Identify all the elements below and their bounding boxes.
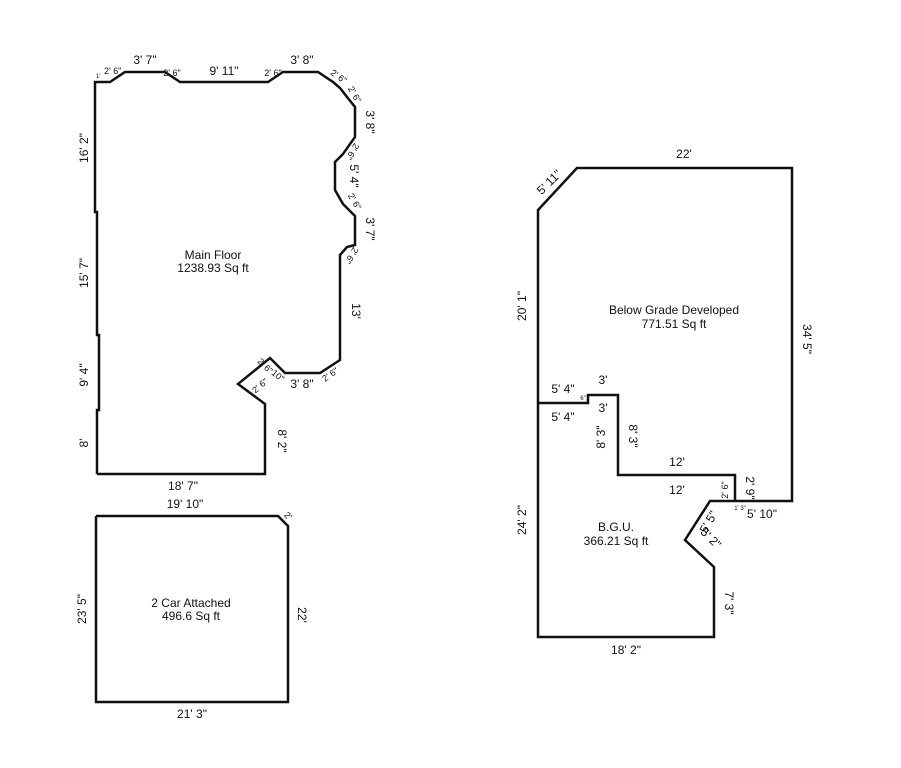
below-grade-area: 771.51 Sq ft	[642, 317, 707, 331]
mf-dim-notch-1: 2' 6"	[320, 365, 340, 383]
main-floor-name: Main Floor	[185, 248, 242, 262]
bgu-name: B.G.U.	[598, 520, 634, 534]
mf-dim-right-8: 13'	[349, 303, 363, 319]
mf-dim-right-2: 3' 8"	[363, 110, 377, 133]
mf-dim-bottom: 18' 7"	[168, 479, 198, 493]
mf-dim-top-3: 3' 7"	[133, 53, 156, 67]
bgu-dim-bottom: 18' 2"	[611, 643, 641, 657]
mf-dim-left-2: 15' 7"	[77, 258, 91, 288]
bg-dim-left: 20' 1"	[515, 291, 529, 321]
mf-dim-top-7: 3' 8"	[290, 53, 313, 67]
bg-dim-diag: 5' 11"	[534, 167, 564, 197]
bg-dim-int-2: 3'	[599, 373, 608, 387]
below-grade-name: Below Grade Developed	[609, 303, 739, 317]
g-dim-right: 22'	[295, 607, 309, 623]
bg-dim-int-8: 12'	[669, 455, 685, 469]
mf-dim-left-4: 8'	[77, 439, 91, 448]
bg-dim-int-7: 8' 3"	[626, 424, 640, 447]
mf-dim-left-3: 9' 4"	[77, 363, 91, 386]
mf-dim-notch-5: 2' 6"	[250, 376, 270, 395]
g-dim-top: 19' 10"	[167, 497, 204, 511]
g-dim-left: 23' 5"	[75, 594, 89, 624]
bgu-area: 366.21 Sq ft	[584, 534, 649, 548]
bg-dim-int-4: 5' 4"	[551, 410, 574, 424]
garage-name: 2 Car Attached	[151, 596, 230, 610]
bg-dim-int-1: 5' 4"	[551, 382, 574, 396]
mf-dim-right-3: 2' 6"	[344, 141, 361, 161]
mf-dim-top-8: 2' 6"	[329, 67, 349, 85]
bg-dim-int-3: 6"	[580, 396, 585, 402]
mf-dim-notch-2: 3' 8"	[290, 377, 313, 391]
bgu-dim-right: 7' 3"	[722, 591, 736, 614]
g-dim-bottom: 21' 3"	[177, 707, 207, 721]
bg-dim-int-5: 3'	[599, 401, 608, 415]
bgu-outline	[536, 403, 735, 639]
main-floor-area: 1238.93 Sq ft	[177, 261, 249, 275]
main-floor-outline	[93, 70, 357, 476]
mf-dim-notch-6: 8' 2"	[275, 429, 289, 452]
mf-dim-top-5: 9' 11"	[209, 64, 238, 78]
mf-dim-right-4: 5' 4"	[347, 164, 361, 187]
mf-dim-right-6: 3' 7"	[363, 217, 377, 240]
mf-dim-top-6: 2' 6"	[264, 68, 281, 78]
g-dim-corner: 2'	[282, 510, 294, 522]
mf-dim-top-4: 2' 6"	[163, 68, 180, 78]
bg-dim-int-13: 1' 3"	[734, 506, 746, 512]
mf-dim-top-2: 2' 6"	[104, 66, 121, 76]
below-grade-outline	[536, 166, 794, 503]
bg-dim-int-10: 2' 9"	[743, 476, 757, 499]
mf-dim-right-1: 2' 6"	[346, 84, 363, 104]
bg-dim-int-6: 8' 3"	[594, 425, 608, 448]
bg-dim-int-11: 2' 6"	[720, 481, 730, 498]
bg-dim-int-9: 12'	[669, 483, 685, 497]
mf-dim-left-1: 16' 2"	[77, 133, 91, 163]
bg-dim-int-12: 5' 10"	[747, 507, 777, 521]
garage-area: 496.6 Sq ft	[162, 609, 221, 623]
bg-dim-top: 22'	[676, 147, 692, 161]
bg-dim-right: 34' 5"	[800, 324, 814, 354]
bgu-dim-left: 24' 2"	[515, 505, 529, 535]
interior-wall	[538, 393, 737, 501]
garage-outline	[94, 514, 290, 704]
mf-dim-top-1: 1'	[96, 74, 100, 80]
